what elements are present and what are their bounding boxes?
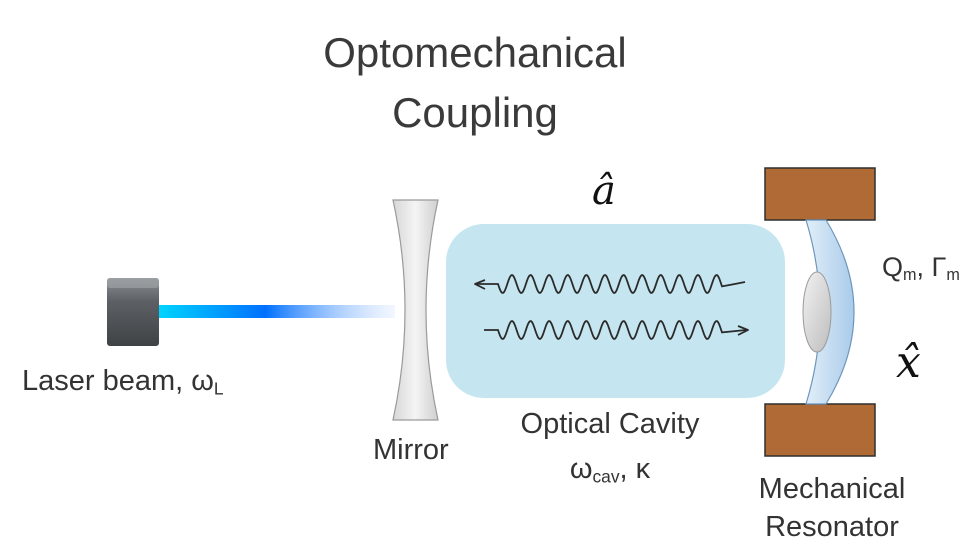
laser-label-text: Laser beam, ω (22, 365, 214, 397)
title-line-1: Optomechanical (323, 29, 627, 76)
wave-forward (484, 319, 749, 341)
laser-beam (159, 305, 395, 318)
resonator-mirror-spot (802, 271, 832, 353)
resonator-operator: x̂ (896, 337, 921, 388)
clamp-top (764, 167, 876, 221)
resonator-label-line-1: Mechanical (758, 473, 906, 505)
resonator-q: Q (882, 252, 904, 282)
resonator-gamma: , Γ (916, 252, 947, 282)
cavity-omega: ω (569, 453, 593, 485)
title-line-2: Coupling (392, 89, 558, 136)
mirror-shape (392, 199, 439, 421)
clamp-bottom (764, 403, 876, 457)
mirror-label: Mirror (373, 434, 449, 466)
laser-source (107, 278, 159, 346)
cavity-omega-subscript: cav (592, 466, 620, 487)
resonator-q-subscript: m (903, 266, 917, 285)
laser-label-subscript: L (213, 378, 224, 399)
cavity-operator: â (592, 168, 616, 214)
resonator-q-gamma: Qm, Γm (882, 250, 960, 284)
laser-body-highlight (107, 278, 159, 288)
cavity-label: Optical Cavity (520, 408, 700, 440)
optical-cavity (446, 224, 785, 398)
wave-backward (474, 273, 746, 295)
cavity-params: ωcav, κ (505, 452, 715, 486)
resonator-gamma-subscript: m (946, 266, 960, 285)
laser-label: Laser beam, ωL (22, 364, 224, 398)
resonator-label-line-2: Resonator (765, 511, 899, 543)
laser-body (107, 278, 159, 346)
cavity-kappa: , κ (619, 453, 651, 485)
